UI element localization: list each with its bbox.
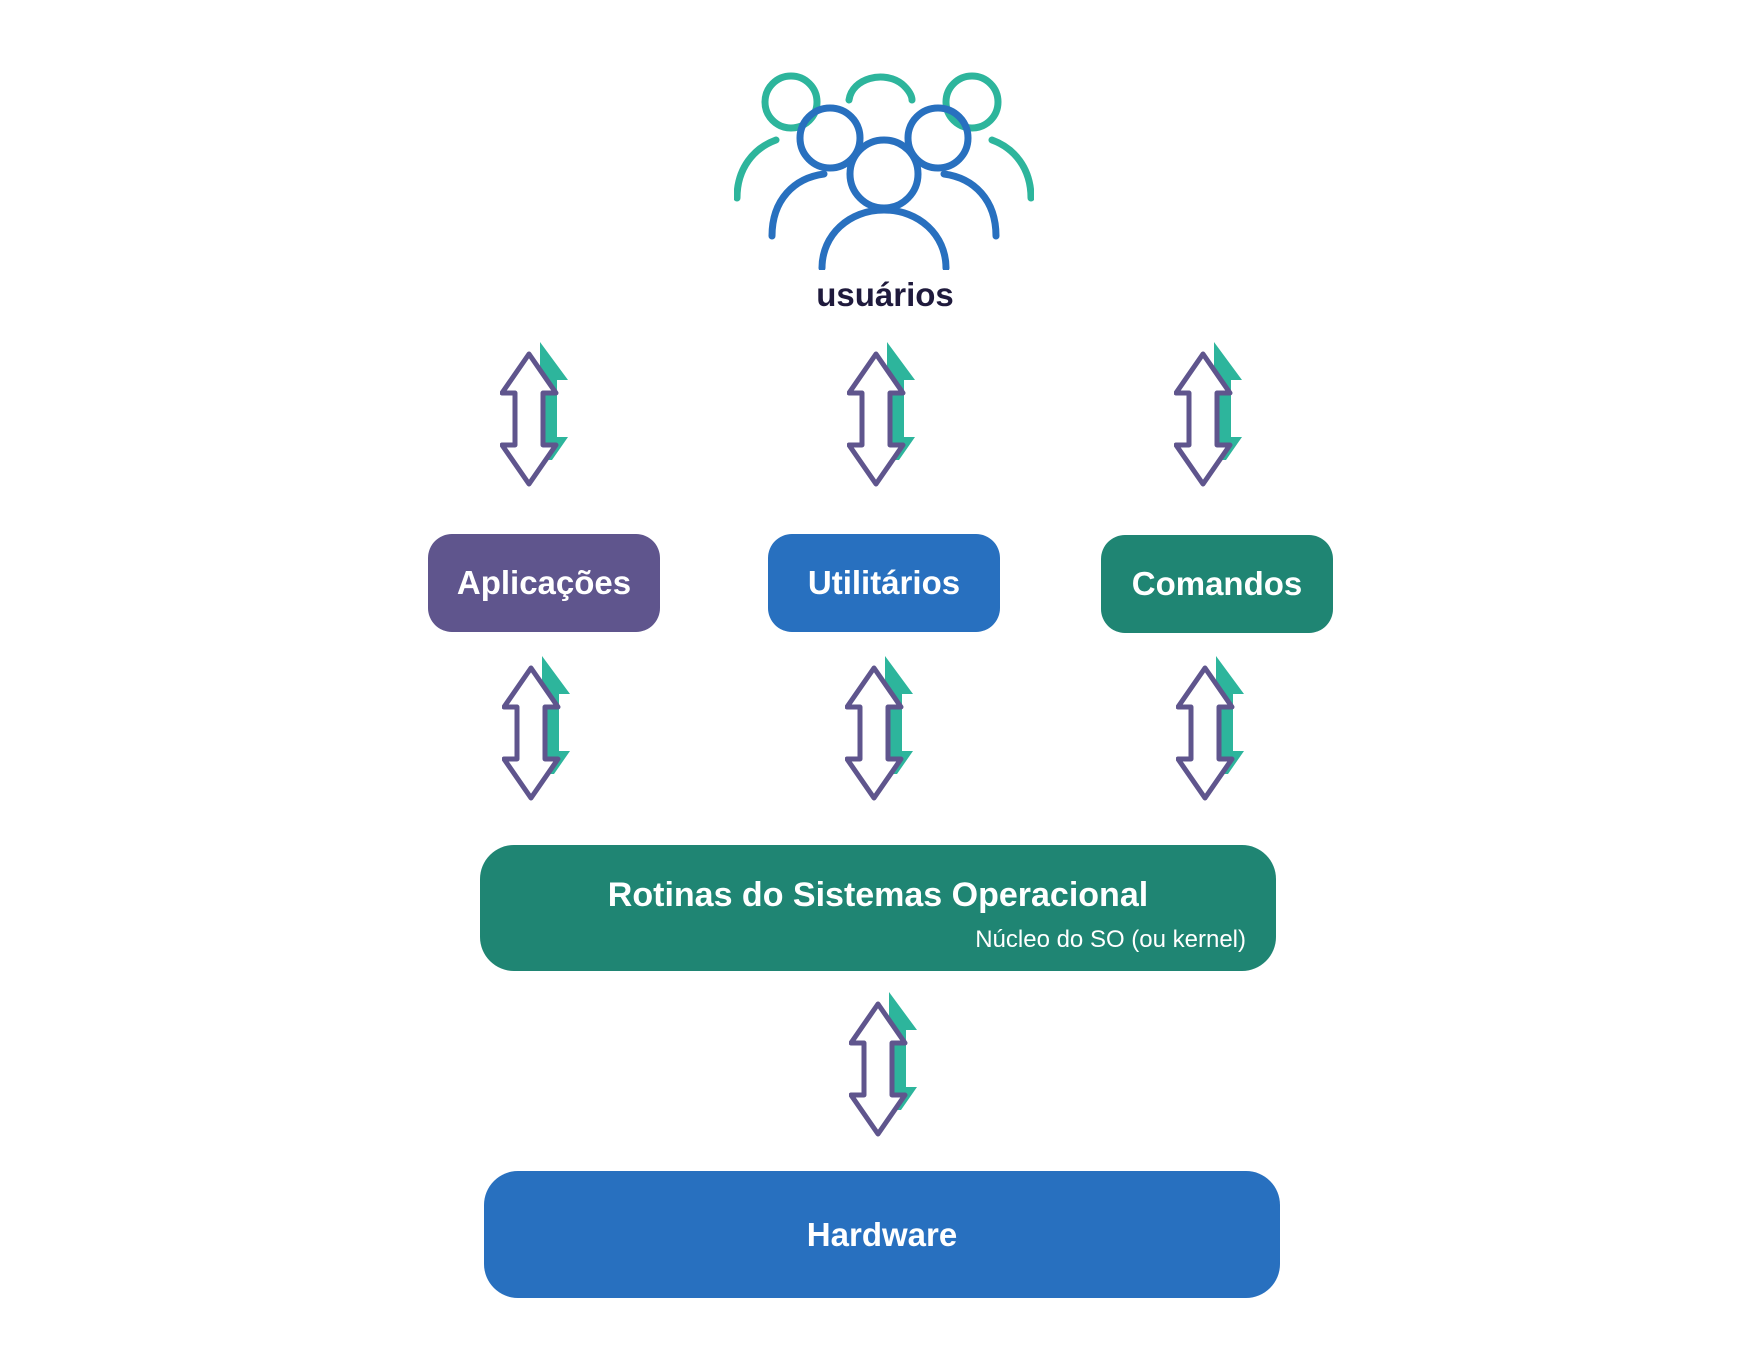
arrow-users-utilities (847, 342, 927, 497)
os-subtitle: Núcleo do SO (ou kernel) (975, 926, 1246, 953)
hardware-box: Hardware (484, 1171, 1280, 1298)
arrow-utilities-os (845, 656, 925, 811)
utilities-box: Utilitários (768, 534, 1000, 632)
users-group-icon (734, 72, 1034, 270)
os-routines-box: Rotinas do Sistemas Operacional Núcleo d… (480, 845, 1276, 971)
arrow-users-applications (500, 342, 580, 497)
commands-box: Comandos (1101, 535, 1333, 633)
arrow-users-commands (1174, 342, 1254, 497)
arrow-commands-os (1176, 656, 1256, 811)
users-label: usuários (816, 276, 954, 313)
applications-box: Aplicações (428, 534, 660, 632)
arrow-applications-os (502, 656, 582, 811)
os-title: Rotinas do Sistemas Operacional (607, 876, 1149, 914)
arrow-os-hardware (849, 992, 929, 1147)
